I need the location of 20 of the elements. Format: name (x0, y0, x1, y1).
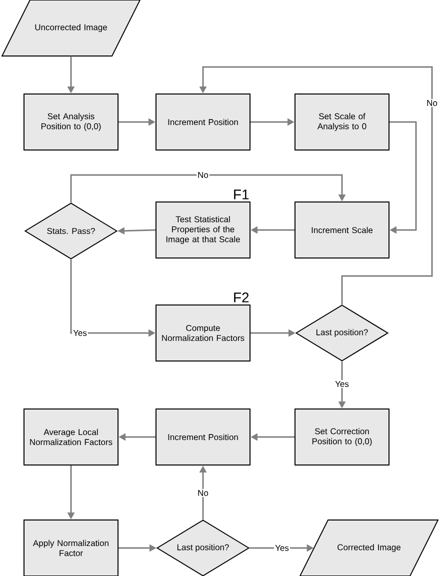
process-box: Increment Position (156, 94, 250, 150)
process-box: Test Statistical Properties of the Image at that Scale (156, 202, 250, 258)
figure-label: F1 (234, 190, 249, 200)
process-box: Compute Normalization Factors (156, 304, 250, 362)
figure-label: F2 (234, 292, 249, 302)
edge-label: Yes (274, 544, 290, 552)
process-box: Average Local Normalization Factors (24, 408, 118, 466)
process-box: Increment Scale (294, 202, 390, 258)
edge-label: No (196, 489, 210, 497)
arrow (390, 121, 417, 234)
process-box: Increment Position (156, 408, 250, 466)
arrow (70, 174, 346, 202)
process-box: Apply Normalization Factor (24, 520, 118, 576)
process-box: Set Correction Position to (0,0) (294, 408, 390, 466)
edge-label: Yes (334, 380, 350, 388)
edge-label: No (196, 171, 210, 179)
edge-label: No (426, 99, 438, 107)
process-box: Set Scale of Analysis to 0 (294, 94, 390, 150)
process-box: Set Analysis Position to (0,0) (24, 94, 118, 150)
edge-label: Yes (72, 329, 88, 337)
